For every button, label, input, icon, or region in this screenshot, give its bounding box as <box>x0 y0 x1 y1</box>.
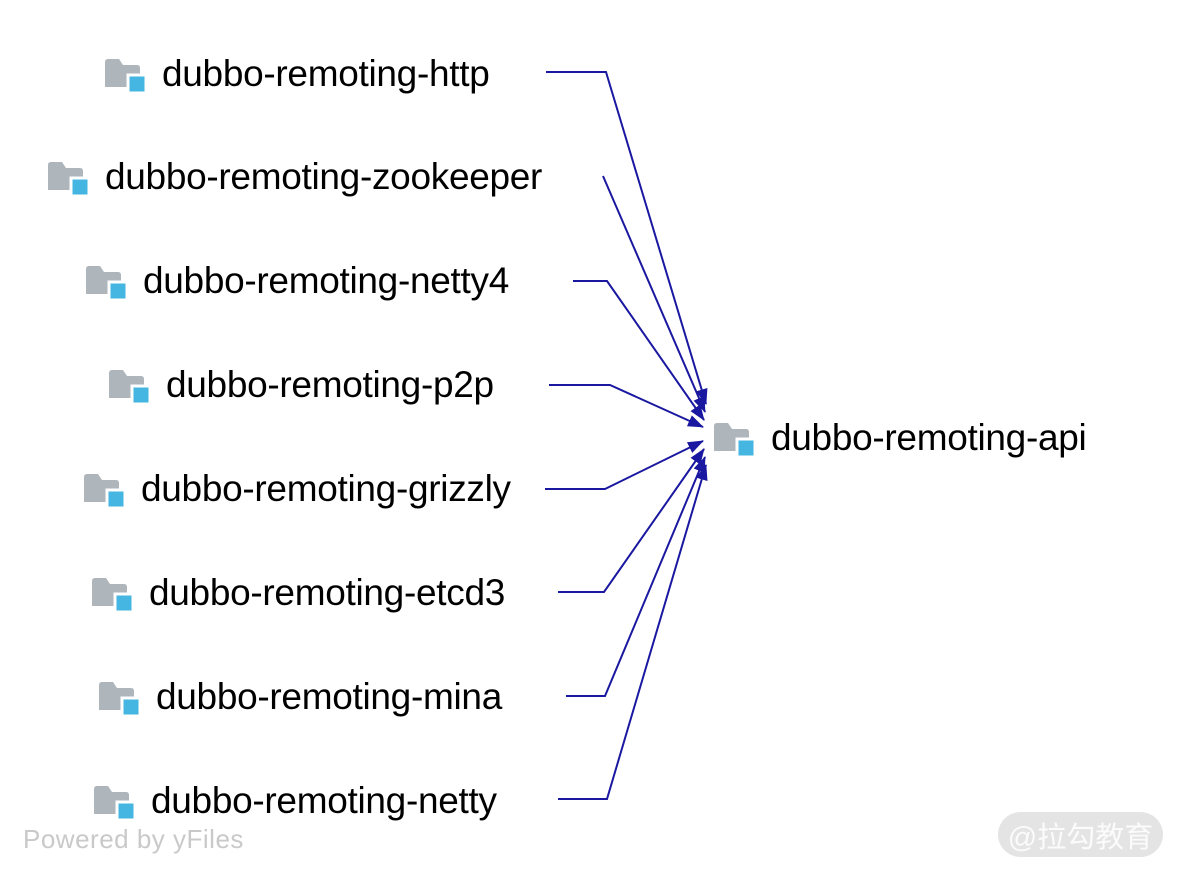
edge-p2p-to-api <box>549 384 704 428</box>
edge-grizzly-to-api <box>545 440 704 490</box>
node-dubbo-remoting-grizzly[interactable]: dubbo-remoting-grizzly <box>82 466 511 512</box>
folder-icon <box>105 59 148 95</box>
node-label: dubbo-remoting-mina <box>156 676 502 717</box>
node-dubbo-remoting-zookeeper[interactable]: dubbo-remoting-zookeeper <box>46 154 542 200</box>
node-dubbo-remoting-p2p[interactable]: dubbo-remoting-p2p <box>107 362 494 408</box>
node-dubbo-remoting-etcd3[interactable]: dubbo-remoting-etcd3 <box>90 570 505 616</box>
node-dubbo-remoting-netty4[interactable]: dubbo-remoting-netty4 <box>84 258 509 304</box>
node-label: dubbo-remoting-zookeeper <box>105 156 543 197</box>
node-label: dubbo-remoting-netty4 <box>143 260 509 301</box>
folder-icon <box>92 578 135 614</box>
edge-zookeeper-to-api <box>602 175 706 413</box>
node-label: dubbo-remoting-http <box>162 53 490 94</box>
node-dubbo-remoting-netty[interactable]: dubbo-remoting-netty <box>92 778 497 824</box>
node-dubbo-remoting-http[interactable]: dubbo-remoting-http <box>103 51 490 97</box>
node-label: dubbo-remoting-netty <box>151 780 497 821</box>
node-dubbo-remoting-api[interactable]: dubbo-remoting-api <box>712 415 1087 461</box>
folder-icon <box>109 370 152 406</box>
folder-icon <box>84 474 127 510</box>
node-label: dubbo-remoting-grizzly <box>141 468 511 509</box>
node-dubbo-remoting-mina[interactable]: dubbo-remoting-mina <box>97 674 502 720</box>
edge-http-to-api <box>546 71 708 405</box>
node-label: dubbo-remoting-api <box>771 417 1087 458</box>
edge-etcd3-to-api <box>558 448 705 593</box>
brand-badge: @拉勾教育 <box>998 812 1163 857</box>
folder-icon <box>48 162 91 198</box>
edge-netty-to-api <box>558 464 708 800</box>
edge-netty4-to-api <box>573 280 705 421</box>
yfiles-watermark: Powered by yFiles <box>23 824 244 854</box>
edge-mina-to-api <box>566 456 706 697</box>
folder-icon <box>714 423 757 459</box>
node-label: dubbo-remoting-p2p <box>166 364 494 405</box>
node-label: dubbo-remoting-etcd3 <box>149 572 505 613</box>
folder-icon <box>94 786 137 822</box>
folder-icon <box>86 266 129 302</box>
folder-icon <box>99 682 142 718</box>
